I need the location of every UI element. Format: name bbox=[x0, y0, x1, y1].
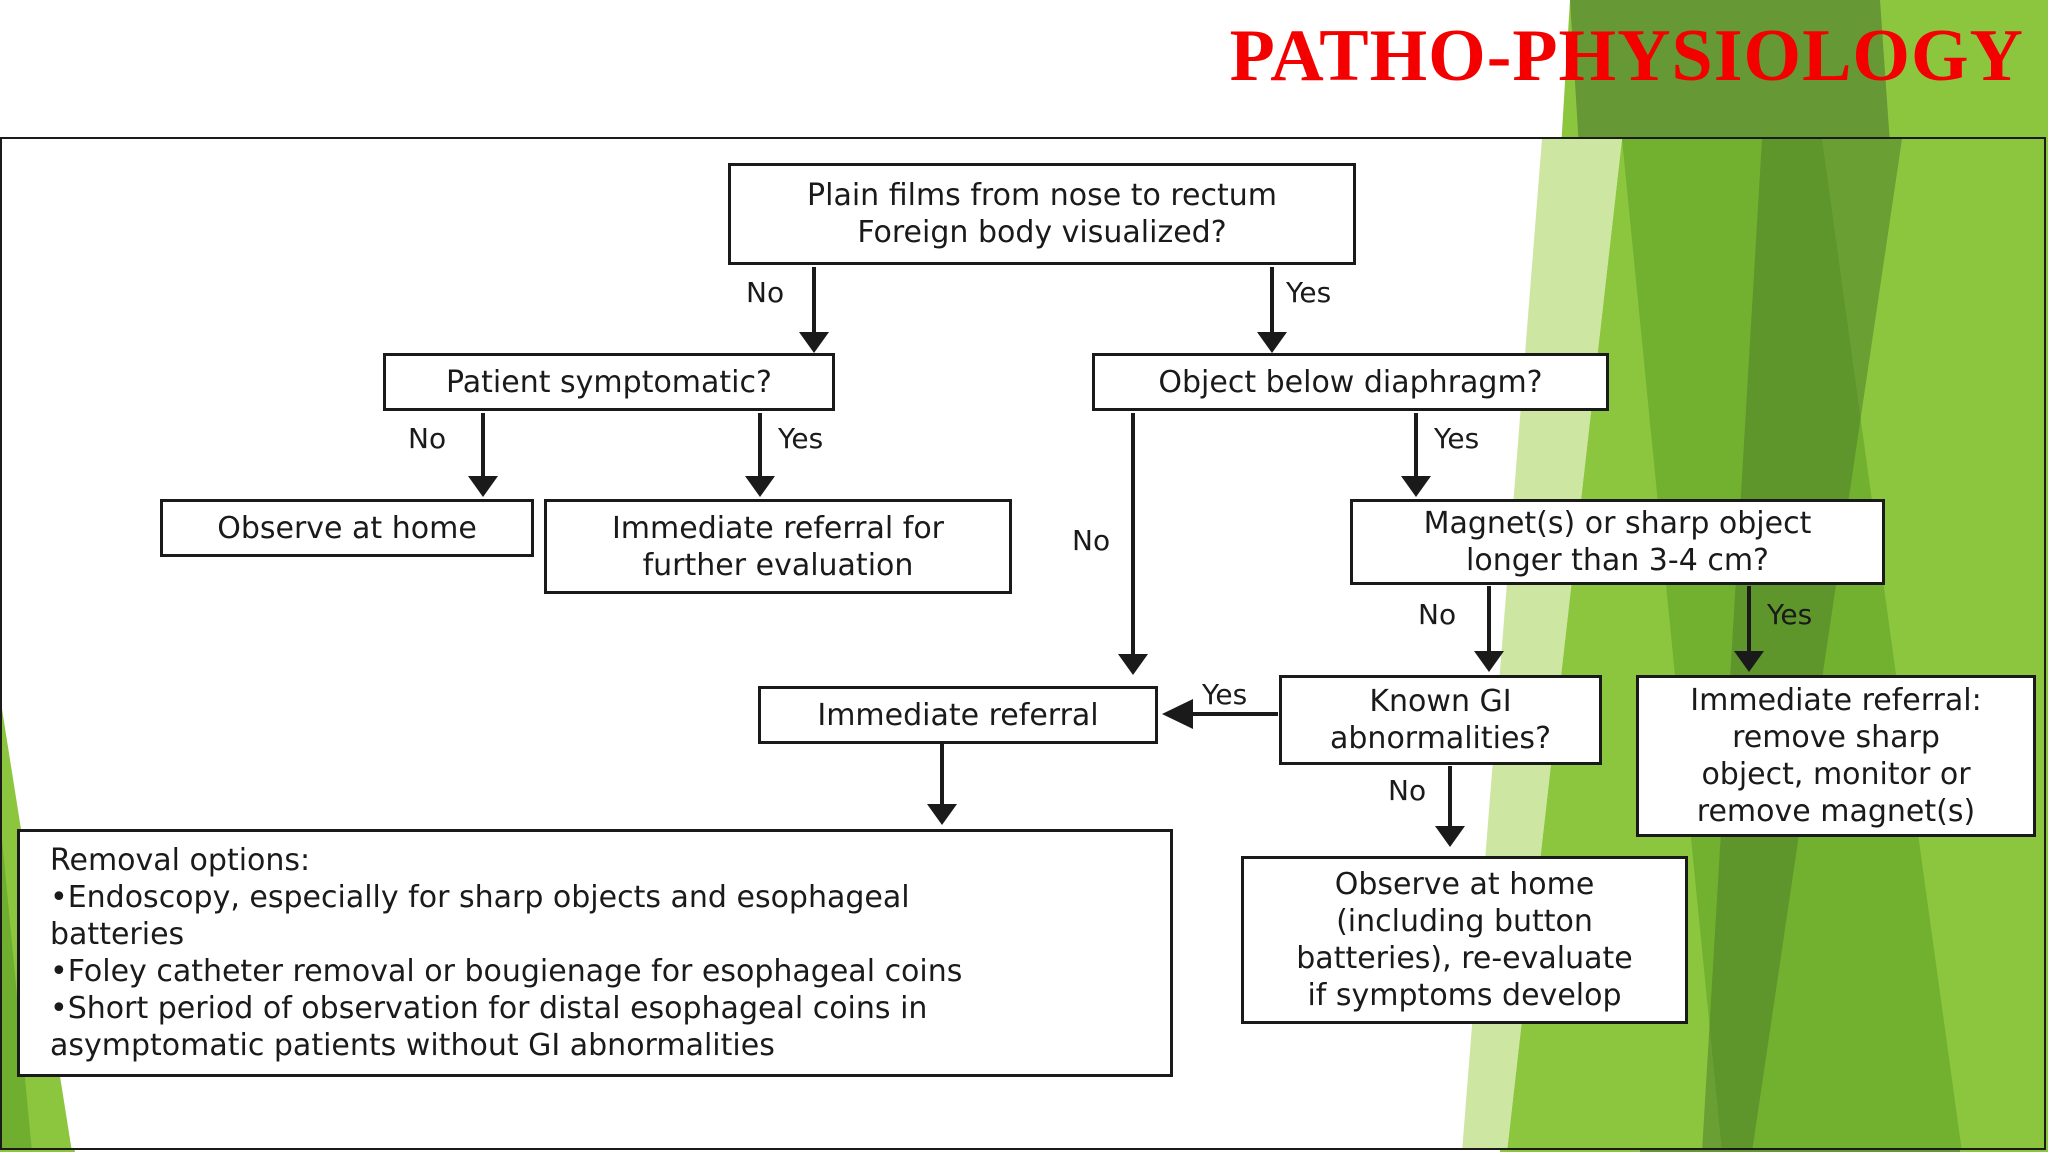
label-diaph-yes: Yes bbox=[1434, 422, 1480, 455]
patient-symptomatic-box: Patient symptomatic? bbox=[383, 353, 835, 411]
removal-options-box: Removal options: •Endoscopy, especially … bbox=[17, 829, 1173, 1077]
label-diaph-no: No bbox=[1072, 524, 1111, 557]
object-below-diaphragm-box: Object below diaphragm? bbox=[1092, 353, 1609, 411]
known-gi-abnormalities-box: Known GI abnormalities? bbox=[1279, 675, 1602, 765]
label-symp-yes: Yes bbox=[778, 422, 824, 455]
flowchart-panel: Plain films from nose to rectum Foreign … bbox=[0, 137, 2046, 1150]
start-box: Plain films from nose to rectum Foreign … bbox=[728, 163, 1356, 265]
label-start-yes: Yes bbox=[1286, 276, 1332, 309]
referral-further-evaluation-box: Immediate referral for further evaluatio… bbox=[544, 499, 1012, 594]
immediate-referral-box: Immediate referral bbox=[758, 686, 1158, 744]
referral-remove-sharp-box: Immediate referral: remove sharp object,… bbox=[1636, 675, 2036, 837]
label-magnet-yes: Yes bbox=[1767, 598, 1813, 631]
label-symp-no: No bbox=[408, 422, 447, 455]
observe-batteries-box: Observe at home (including button batter… bbox=[1241, 856, 1688, 1024]
flow-arrows bbox=[468, 267, 1764, 847]
label-gi-yes: Yes bbox=[1202, 678, 1248, 711]
magnet-sharp-object-box: Magnet(s) or sharp object longer than 3-… bbox=[1350, 499, 1885, 585]
label-start-no: No bbox=[746, 276, 785, 309]
observe-at-home-box: Observe at home bbox=[160, 499, 534, 557]
slide-title: PATHO-PHYSIOLOGY bbox=[1229, 15, 2024, 97]
label-magnet-no: No bbox=[1418, 598, 1457, 631]
label-gi-no: No bbox=[1388, 774, 1427, 807]
